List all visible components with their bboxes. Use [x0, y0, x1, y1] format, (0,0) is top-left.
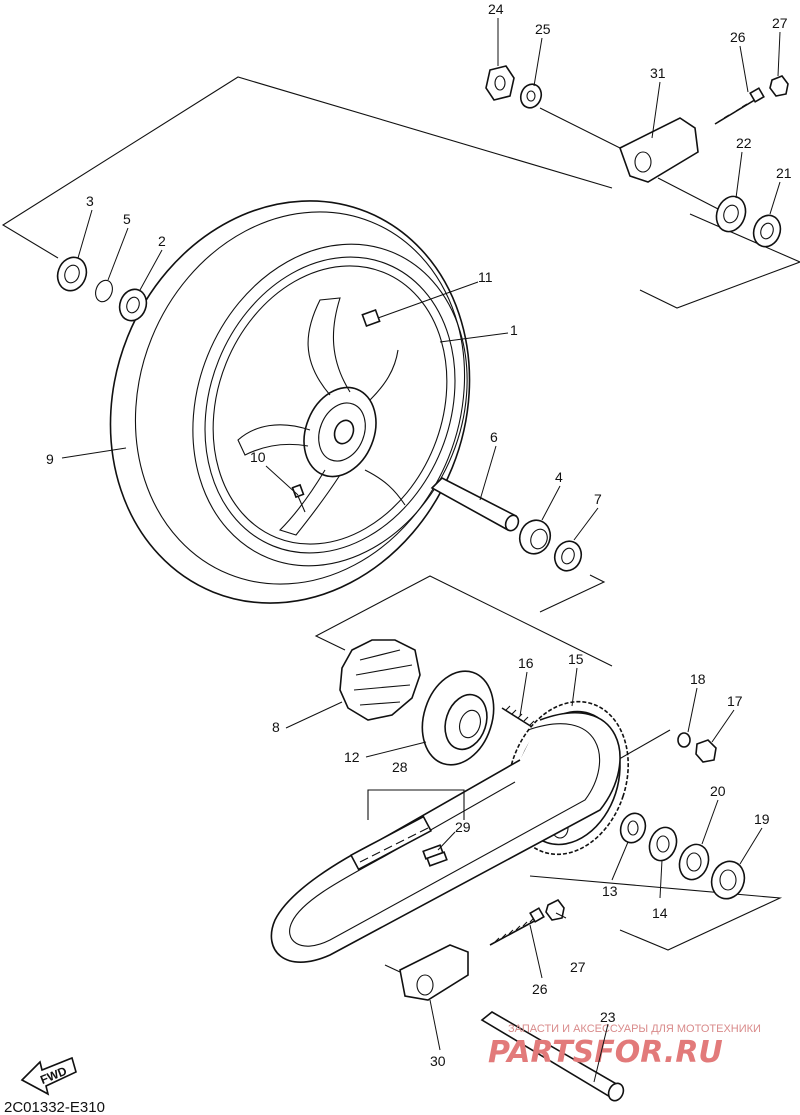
- callout-18: 18: [690, 671, 706, 687]
- adjuster-nut-24: [485, 65, 515, 101]
- callout-8: 8: [272, 719, 280, 735]
- callout-2: 2: [158, 233, 166, 249]
- axle-line-upper: [539, 107, 621, 149]
- callout-27-upper: 27: [772, 15, 788, 31]
- clutch-hub-12: [421, 670, 495, 766]
- leader-lines: [61, 18, 781, 1083]
- diagram-code: 2C01332-E310: [4, 1099, 105, 1115]
- callout-13: 13: [602, 883, 618, 899]
- callout-19: 19: [754, 811, 770, 827]
- upper-group-frame: [1, 76, 613, 259]
- callout-15: 15: [568, 651, 584, 667]
- chain-joint-28: [349, 789, 465, 871]
- callout-26-lower: 26: [532, 981, 548, 997]
- bearing-4: [518, 519, 552, 555]
- bearing-13: [619, 812, 647, 844]
- wheel-damper-8: [339, 639, 421, 721]
- balance-weight: [361, 308, 381, 328]
- callout-3: 3: [86, 193, 94, 209]
- callout-7: 7: [594, 491, 602, 507]
- callout-10: 10: [250, 449, 266, 465]
- callout-29: 29: [455, 819, 471, 835]
- adjust-bolt-26-upper: [714, 87, 765, 125]
- forward-arrow-icon: FWD: [20, 1056, 77, 1096]
- callout-30: 30: [430, 1053, 446, 1069]
- spacer-6: [430, 477, 520, 532]
- watermark-tagline: ЗАПАСТИ И АКСЕССУАРЫ ДЛЯ МОТОТЕХНИКИ: [508, 1023, 761, 1035]
- collar-7: [553, 540, 583, 572]
- lower-group-frame-bottom: [529, 875, 783, 951]
- nut-17: [695, 739, 717, 763]
- chain-link-29: [422, 844, 448, 867]
- fwd-label: FWD: [38, 1064, 69, 1087]
- axle-guide-lower: [384, 964, 401, 973]
- circlip-left: [95, 279, 113, 303]
- axle-23: [480, 1011, 625, 1102]
- axle-line-upper-right: [657, 177, 721, 211]
- callout-14: 14: [652, 905, 668, 921]
- callout-11: 11: [478, 269, 493, 285]
- callout-26-upper: 26: [730, 29, 746, 45]
- callout-24: 24: [488, 1, 504, 17]
- oil-seal-left: [56, 256, 88, 292]
- washer-25: [519, 83, 543, 109]
- callout-9: 9: [46, 451, 54, 467]
- callout-21: 21: [776, 165, 792, 181]
- rear-wheel: [109, 200, 471, 604]
- locknut-27-upper: [769, 75, 789, 97]
- locknut-27-lower: [545, 898, 565, 921]
- collar-22: [715, 195, 747, 233]
- callout-12: 12: [344, 749, 360, 765]
- valve-stem: [291, 483, 306, 513]
- bearing-14: [648, 826, 678, 862]
- washer-18: [677, 732, 691, 748]
- callout-27-lower: 27: [570, 959, 586, 975]
- watermark-site: PARTSFOR.RU: [488, 1035, 723, 1070]
- upper-group-frame-right: [639, 213, 800, 309]
- oil-seal-20: [678, 843, 710, 881]
- adjust-bolt-26-lower: [489, 907, 545, 946]
- callout-6: 6: [490, 429, 498, 445]
- chain-puller-31: [619, 117, 699, 183]
- chain-puller-30: [399, 944, 469, 1001]
- callout-23: 23: [600, 1009, 616, 1025]
- drive-chain: [270, 712, 621, 963]
- lower-group-frame-right: [539, 574, 606, 613]
- bearing-left: [118, 288, 148, 322]
- callout-1: 1: [510, 322, 518, 338]
- callout-4: 4: [555, 469, 563, 485]
- oil-seal-21: [752, 214, 782, 248]
- callout-25: 25: [535, 21, 551, 37]
- callout-22: 22: [736, 135, 752, 151]
- callout-20: 20: [710, 783, 726, 799]
- collar-19: [710, 860, 746, 900]
- callout-17: 17: [727, 693, 743, 709]
- callout-28: 28: [392, 759, 408, 775]
- callout-31: 31: [650, 65, 666, 81]
- callout-16: 16: [518, 655, 534, 671]
- callout-5: 5: [123, 211, 131, 227]
- callout-labels: 24 25 26 27 31 22 21 3 5 2 11 1 9 10 6 4…: [46, 1, 792, 1069]
- lower-group-frame: [314, 575, 613, 667]
